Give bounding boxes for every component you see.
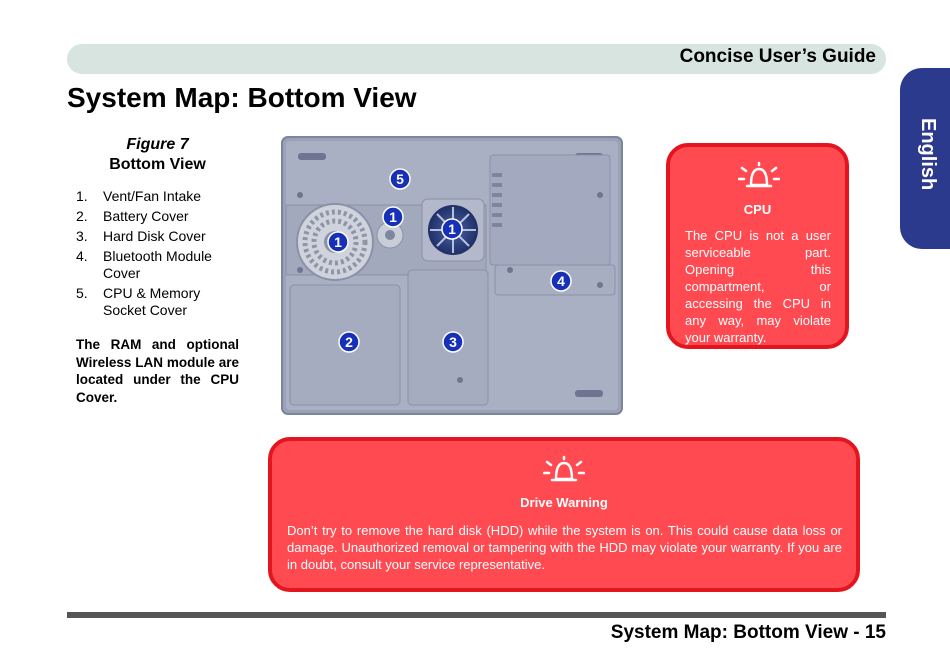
callout-3-hard-disk: 3 [442, 331, 464, 353]
callout-label: 1 [448, 221, 456, 237]
drive-warning-title: Drive Warning [520, 495, 608, 510]
drive-warning-text: Don’t try to remove the hard disk (HDD) … [287, 523, 842, 572]
cpu-warning-title: CPU [743, 202, 772, 217]
footer-rule [67, 612, 886, 618]
legend-item: 1. Vent/Fan Intake [76, 188, 246, 205]
laptop-bottom-illustration: 1 1 1 2 3 4 5 [281, 136, 623, 415]
page-title: System Map: Bottom View [67, 82, 417, 113]
legend-label: CPU & Memory Socket Cover [103, 285, 201, 318]
legend-label: Vent/Fan Intake [103, 188, 202, 204]
callout-label: 1 [334, 234, 342, 250]
legend-item: 5. CPU & Memory Socket Cover [76, 285, 246, 319]
legend-number: 1. [76, 188, 88, 204]
cpu-warning-box: CPU The CPU is not a user serviceable pa… [666, 143, 849, 349]
callout-label: 2 [345, 334, 353, 350]
legend-label: Hard Disk Cover [103, 228, 206, 244]
callout-label: 1 [389, 209, 397, 225]
footer-page-title: System Map: Bottom View - 15 [610, 622, 886, 643]
cpu-warning-text: The CPU is not a user serviceable part. … [685, 228, 831, 345]
legend-label: Bluetooth Module Cover [103, 248, 212, 281]
header-title: Concise User’s Guide [679, 46, 876, 67]
legend-item: 4. Bluetooth Module Cover [76, 248, 246, 282]
language-tab[interactable]: English [900, 68, 950, 249]
legend-number: 4. [76, 248, 88, 264]
legend-label: Battery Cover [103, 208, 189, 224]
header-bar: Concise User’s Guide [67, 44, 886, 74]
drive-warning-box: Drive Warning Don’t try to remove the ha… [268, 437, 860, 592]
legend-number: 2. [76, 208, 88, 224]
callout-label: 3 [449, 334, 457, 350]
legend-number: 5. [76, 285, 88, 301]
legend-item: 3. Hard Disk Cover [76, 228, 246, 245]
callout-4-bluetooth: 4 [550, 270, 572, 292]
legend-item: 2. Battery Cover [76, 208, 246, 225]
legend-list: 1. Vent/Fan Intake 2. Battery Cover 3. Hard… [76, 188, 246, 322]
callout-5-cpu-memory: 5 [389, 168, 411, 190]
warning-bell-icon [738, 161, 780, 188]
callout-label: 4 [557, 273, 565, 289]
warning-bell-icon [543, 455, 585, 482]
legend-number: 3. [76, 228, 88, 244]
callout-1-fan-right: 1 [441, 218, 463, 240]
callout-1-fan-left: 1 [327, 231, 349, 253]
callout-1-fan-small: 1 [382, 206, 404, 228]
callout-2-battery: 2 [338, 331, 360, 353]
ram-wlan-note: The RAM and optional Wireless LAN module… [76, 337, 239, 405]
figure-title: Bottom View [109, 156, 206, 173]
figure-caption: Figure 7 Bottom View [70, 136, 245, 174]
figure-number: Figure 7 [126, 136, 189, 153]
callout-label: 5 [396, 171, 404, 187]
language-tab-label: English [917, 118, 939, 191]
